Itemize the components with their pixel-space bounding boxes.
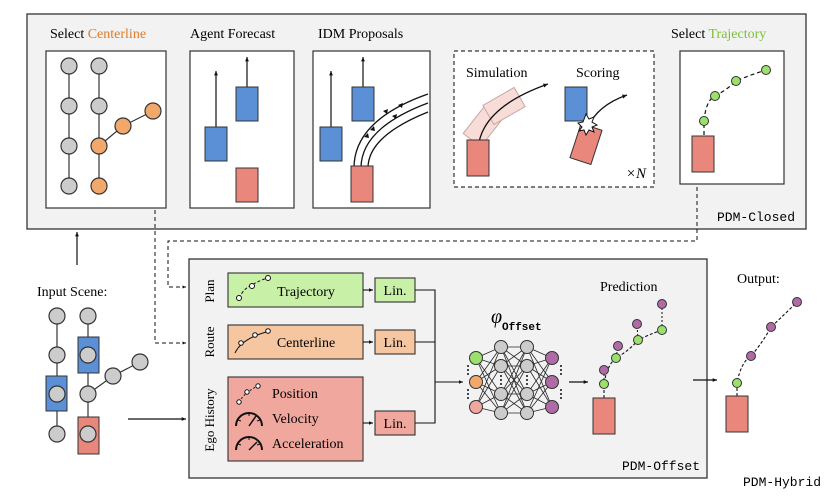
route-linear-label: Lin. [384,336,407,351]
velocity-gauge-icon [235,412,263,427]
phi-subscript: Offset [502,322,542,334]
route-linear-box [374,329,416,355]
plan-linear-box [374,277,416,303]
pdm-closed-panel: PDM-Closed Select Centerline Agent Forec… [26,13,807,230]
output-label: Output: [737,272,780,287]
input-scene-label: Input Scene: [37,285,107,300]
route-centerline-box [227,324,364,360]
collision-burst-icon [576,112,599,137]
prediction-label: Prediction [600,280,658,295]
acceleration-gauge-icon [235,436,263,451]
pdm-offset-panel: PDM-Offset Plan Route Ego History Trajec… [188,258,708,479]
times-n-label: ×N [626,166,647,182]
pdm-offset-tag: PDM-Offset [622,459,700,474]
output-trajectory [725,297,802,433]
position-icon [236,383,261,405]
ego-history-box [227,376,364,462]
phi-symbol: φ [491,306,502,328]
centerline-nodes [60,57,162,195]
acceleration-label: Acceleration [272,437,344,452]
input-scene-graph [45,307,149,455]
position-label: Position [272,387,318,402]
select-centerline-title: Select Centerline [50,27,146,42]
idm-proposals-content [319,57,429,203]
pdm-hybrid-tag: PDM-Hybrid [743,475,821,490]
simulation-content [462,83,549,177]
trajectory-label: Trajectory [277,285,335,300]
ego-history-row-label: Ego History [202,388,217,452]
plan-row-label: Plan [202,279,217,303]
plan-linear-label: Lin. [384,284,407,299]
scoring-label: Scoring [576,66,620,81]
centerline-label: Centerline [277,336,335,351]
scoring-content [564,86,628,166]
ego-history-linear-label: Lin. [384,417,407,432]
prediction-trajectory [592,299,667,435]
idm-proposals-title: IDM Proposals [318,27,403,42]
simulation-label: Simulation [466,66,527,81]
agent-forecast-content [204,57,259,203]
agent-forecast-title: Agent Forecast [190,27,275,42]
linear-to-mlp-connectors [415,289,463,424]
selected-trajectory [691,65,771,173]
ego-history-linear-box [374,410,416,436]
mlp-network [467,340,562,420]
trajectory-icon [236,275,271,301]
route-row-label: Route [202,326,217,357]
centerline-icon [234,328,271,354]
velocity-label: Velocity [272,412,319,427]
select-trajectory-title: Select Trajectory [671,27,766,42]
dashed-connectors [154,187,698,345]
pdm-closed-tag: PDM-Closed [717,210,795,225]
